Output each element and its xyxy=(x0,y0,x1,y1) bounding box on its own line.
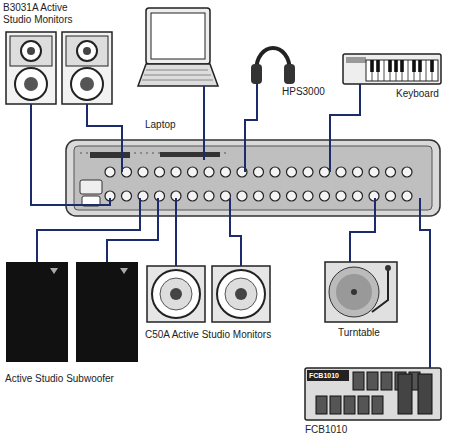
pedal xyxy=(367,372,378,390)
jack xyxy=(320,167,330,177)
key xyxy=(426,60,427,81)
device-label: Turntable xyxy=(338,327,380,339)
device-label: B3031A Active Studio Monitors xyxy=(3,2,95,26)
jack xyxy=(204,191,214,201)
pedal xyxy=(358,396,369,414)
expression-pedal xyxy=(418,374,432,414)
jack xyxy=(188,191,198,201)
headphones-icon xyxy=(251,48,295,84)
pedal xyxy=(316,396,327,414)
jack xyxy=(204,167,214,177)
black-key xyxy=(376,60,380,72)
jack xyxy=(402,167,412,177)
jack xyxy=(122,191,132,201)
c50a-monitor-pair xyxy=(147,266,270,322)
device: HPS3000 xyxy=(250,45,340,100)
jack xyxy=(155,167,165,177)
pedal xyxy=(372,396,383,414)
jack xyxy=(320,191,330,201)
device-label: FCB1010 xyxy=(305,424,347,436)
black-key xyxy=(430,60,434,72)
audio-cables xyxy=(31,84,430,368)
key xyxy=(408,60,409,81)
device-label: C50A Active Studio Monitors xyxy=(145,329,271,341)
pedal xyxy=(344,396,355,414)
black-key xyxy=(412,60,416,72)
device-label: HPS3000 xyxy=(282,86,325,98)
device-label: Laptop xyxy=(145,119,176,131)
jack xyxy=(171,167,181,177)
pedal xyxy=(330,396,341,414)
jack xyxy=(188,167,198,177)
device: C50A Active Studio Monitors xyxy=(143,262,278,347)
device: FCB1010FCB1010 xyxy=(303,366,443,438)
jack xyxy=(353,191,363,201)
expression-pedal xyxy=(398,374,412,414)
jack-row xyxy=(105,167,412,201)
foot-controller xyxy=(305,368,441,420)
device: Laptop xyxy=(138,5,220,135)
device: Turntable xyxy=(320,258,410,343)
jack xyxy=(303,191,313,201)
device: Keyboard xyxy=(340,50,445,105)
jack xyxy=(138,167,148,177)
black-key xyxy=(394,60,398,72)
laptop-icon xyxy=(138,8,218,86)
jack xyxy=(270,191,280,201)
device-model-print: FCB1010 xyxy=(309,372,339,380)
jack xyxy=(254,167,264,177)
subwoofer-pair xyxy=(6,262,138,362)
jack xyxy=(336,167,346,177)
black-key xyxy=(388,60,392,72)
black-key xyxy=(400,60,404,72)
jack xyxy=(221,167,231,177)
studio-monitor-pair xyxy=(6,32,112,104)
device: Active Studio Subwoofer xyxy=(3,258,153,388)
pedal xyxy=(381,372,392,390)
pedal xyxy=(353,372,364,390)
jack xyxy=(353,167,363,177)
jack xyxy=(155,191,165,201)
jack xyxy=(386,191,396,201)
turntable-icon xyxy=(325,262,397,322)
device: B3031A Active Studio Monitors xyxy=(3,2,115,106)
jack xyxy=(105,167,115,177)
device-label: Active Studio Subwoofer xyxy=(5,373,114,385)
jack xyxy=(336,191,346,201)
jack xyxy=(237,191,247,201)
key xyxy=(384,60,385,81)
jack xyxy=(369,167,379,177)
jack xyxy=(254,191,264,201)
black-key xyxy=(418,60,422,72)
jack xyxy=(287,167,297,177)
jack xyxy=(386,167,396,177)
jack xyxy=(402,191,412,201)
jack xyxy=(287,191,297,201)
jack xyxy=(270,167,280,177)
device-label: Keyboard xyxy=(396,88,439,100)
jack xyxy=(303,167,313,177)
black-key xyxy=(370,60,374,72)
keyboard-icon xyxy=(343,54,441,84)
